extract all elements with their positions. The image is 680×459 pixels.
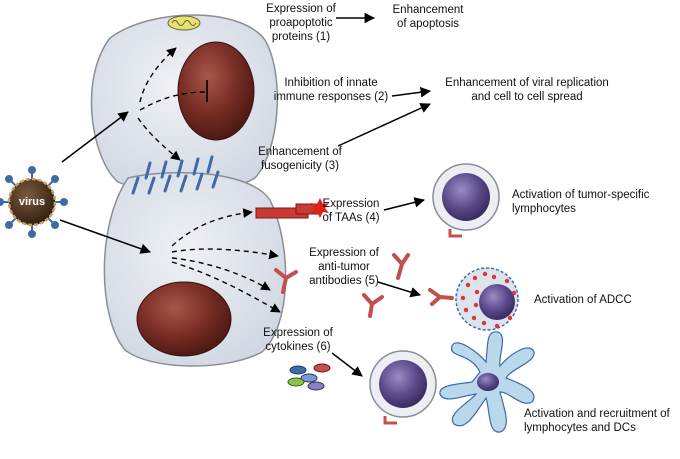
lymphocyte-2-icon xyxy=(369,350,437,425)
arrow-virus-lower xyxy=(59,219,151,254)
virus-icon xyxy=(0,166,68,238)
mitochondrion-icon xyxy=(167,15,201,31)
upper-cell-pathways xyxy=(137,47,207,161)
lymphocyte-icon xyxy=(432,163,500,238)
nk-cell-icon xyxy=(455,267,519,331)
arrow-virus-upper xyxy=(61,111,129,163)
antibody-icons xyxy=(274,253,454,318)
upper-nucleus xyxy=(177,41,255,141)
fusion-receptors xyxy=(131,155,220,195)
cytokine-icons xyxy=(287,363,331,391)
taa-icon xyxy=(255,198,329,219)
virus-label: virus xyxy=(18,196,46,208)
connector-arrows xyxy=(331,12,432,377)
lower-cell-pathways xyxy=(171,208,281,313)
dendritic-cell-icon xyxy=(439,331,535,433)
label-adcc: Activation of ADCC xyxy=(534,294,632,306)
lower-nucleus xyxy=(136,281,232,357)
